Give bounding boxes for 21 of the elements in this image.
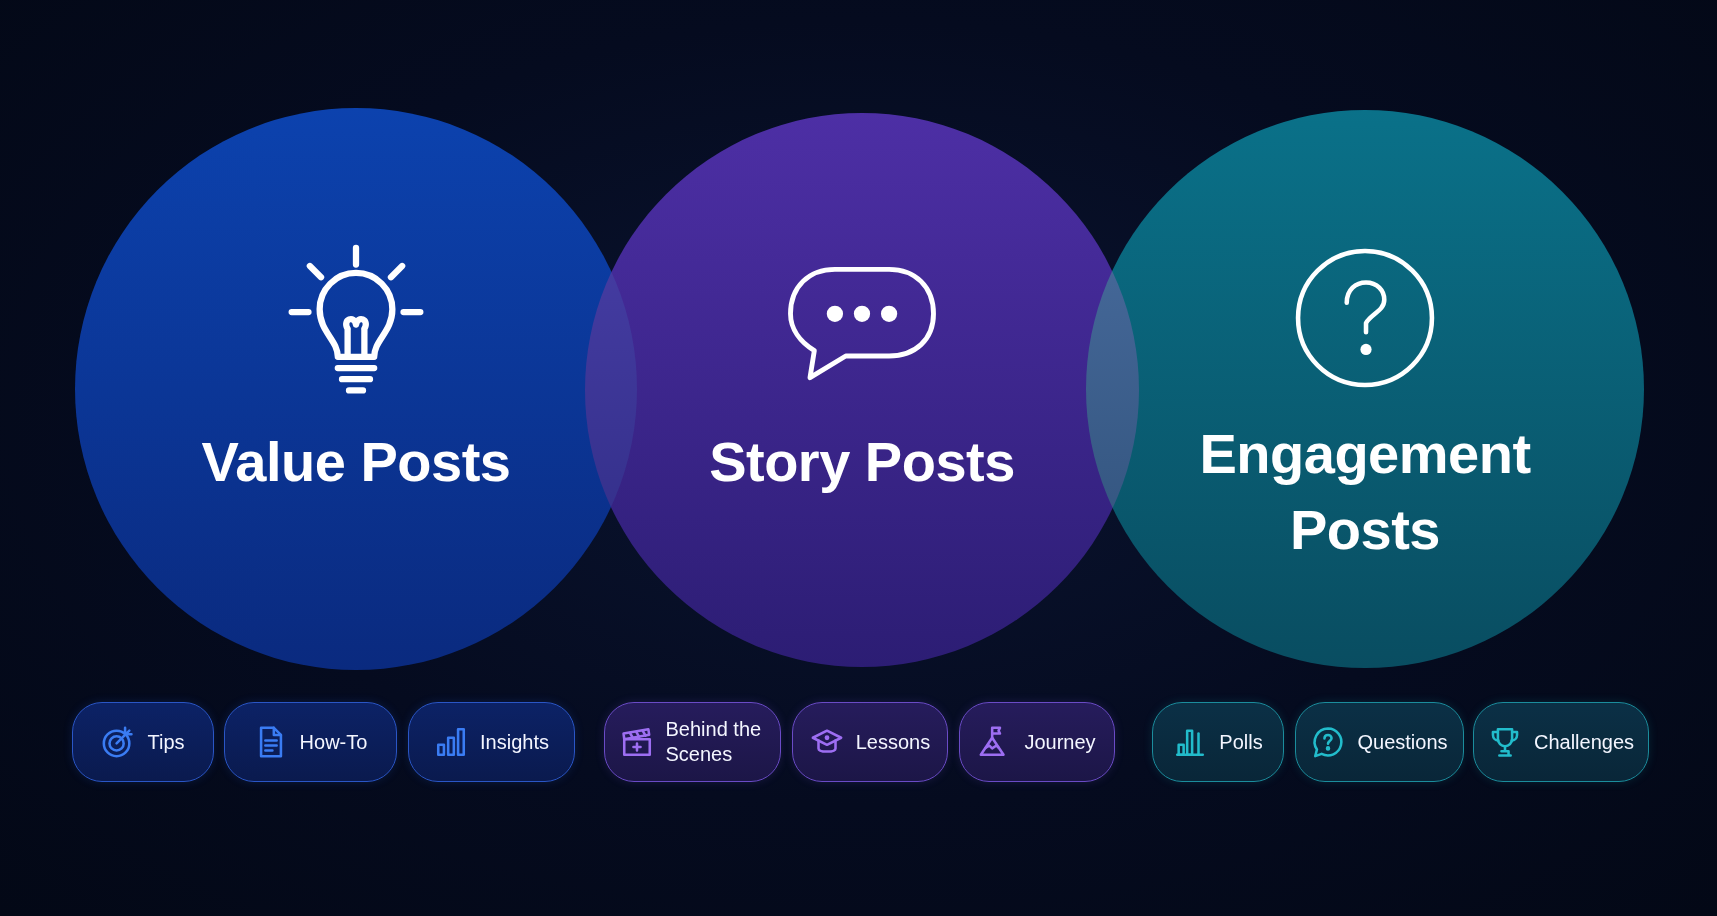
tag-label: How-To [299, 729, 368, 755]
category-tag [604, 702, 781, 782]
tag-label: Polls [1219, 729, 1263, 755]
tag-label: Tips [147, 729, 185, 755]
category-tag [1152, 702, 1284, 782]
category-tag [72, 702, 214, 782]
tag-label: Lessons [855, 729, 931, 755]
category-title: Value Posts [201, 429, 511, 495]
category-tag [1473, 702, 1649, 782]
category-tag [792, 702, 948, 782]
category-title: Story Posts [709, 429, 1015, 495]
tag-label: Challenges [1533, 729, 1635, 755]
category-tag [224, 702, 397, 782]
category-tag [408, 702, 575, 782]
category-title: Engagement Posts [1199, 421, 1531, 563]
tag-label: Journey [1024, 729, 1096, 755]
category-tag [1295, 702, 1464, 782]
category-tag [959, 702, 1115, 782]
tag-label: Behind the Scenes [665, 717, 763, 767]
tag-label: Insights [480, 729, 549, 755]
tag-label: Questions [1357, 729, 1448, 755]
